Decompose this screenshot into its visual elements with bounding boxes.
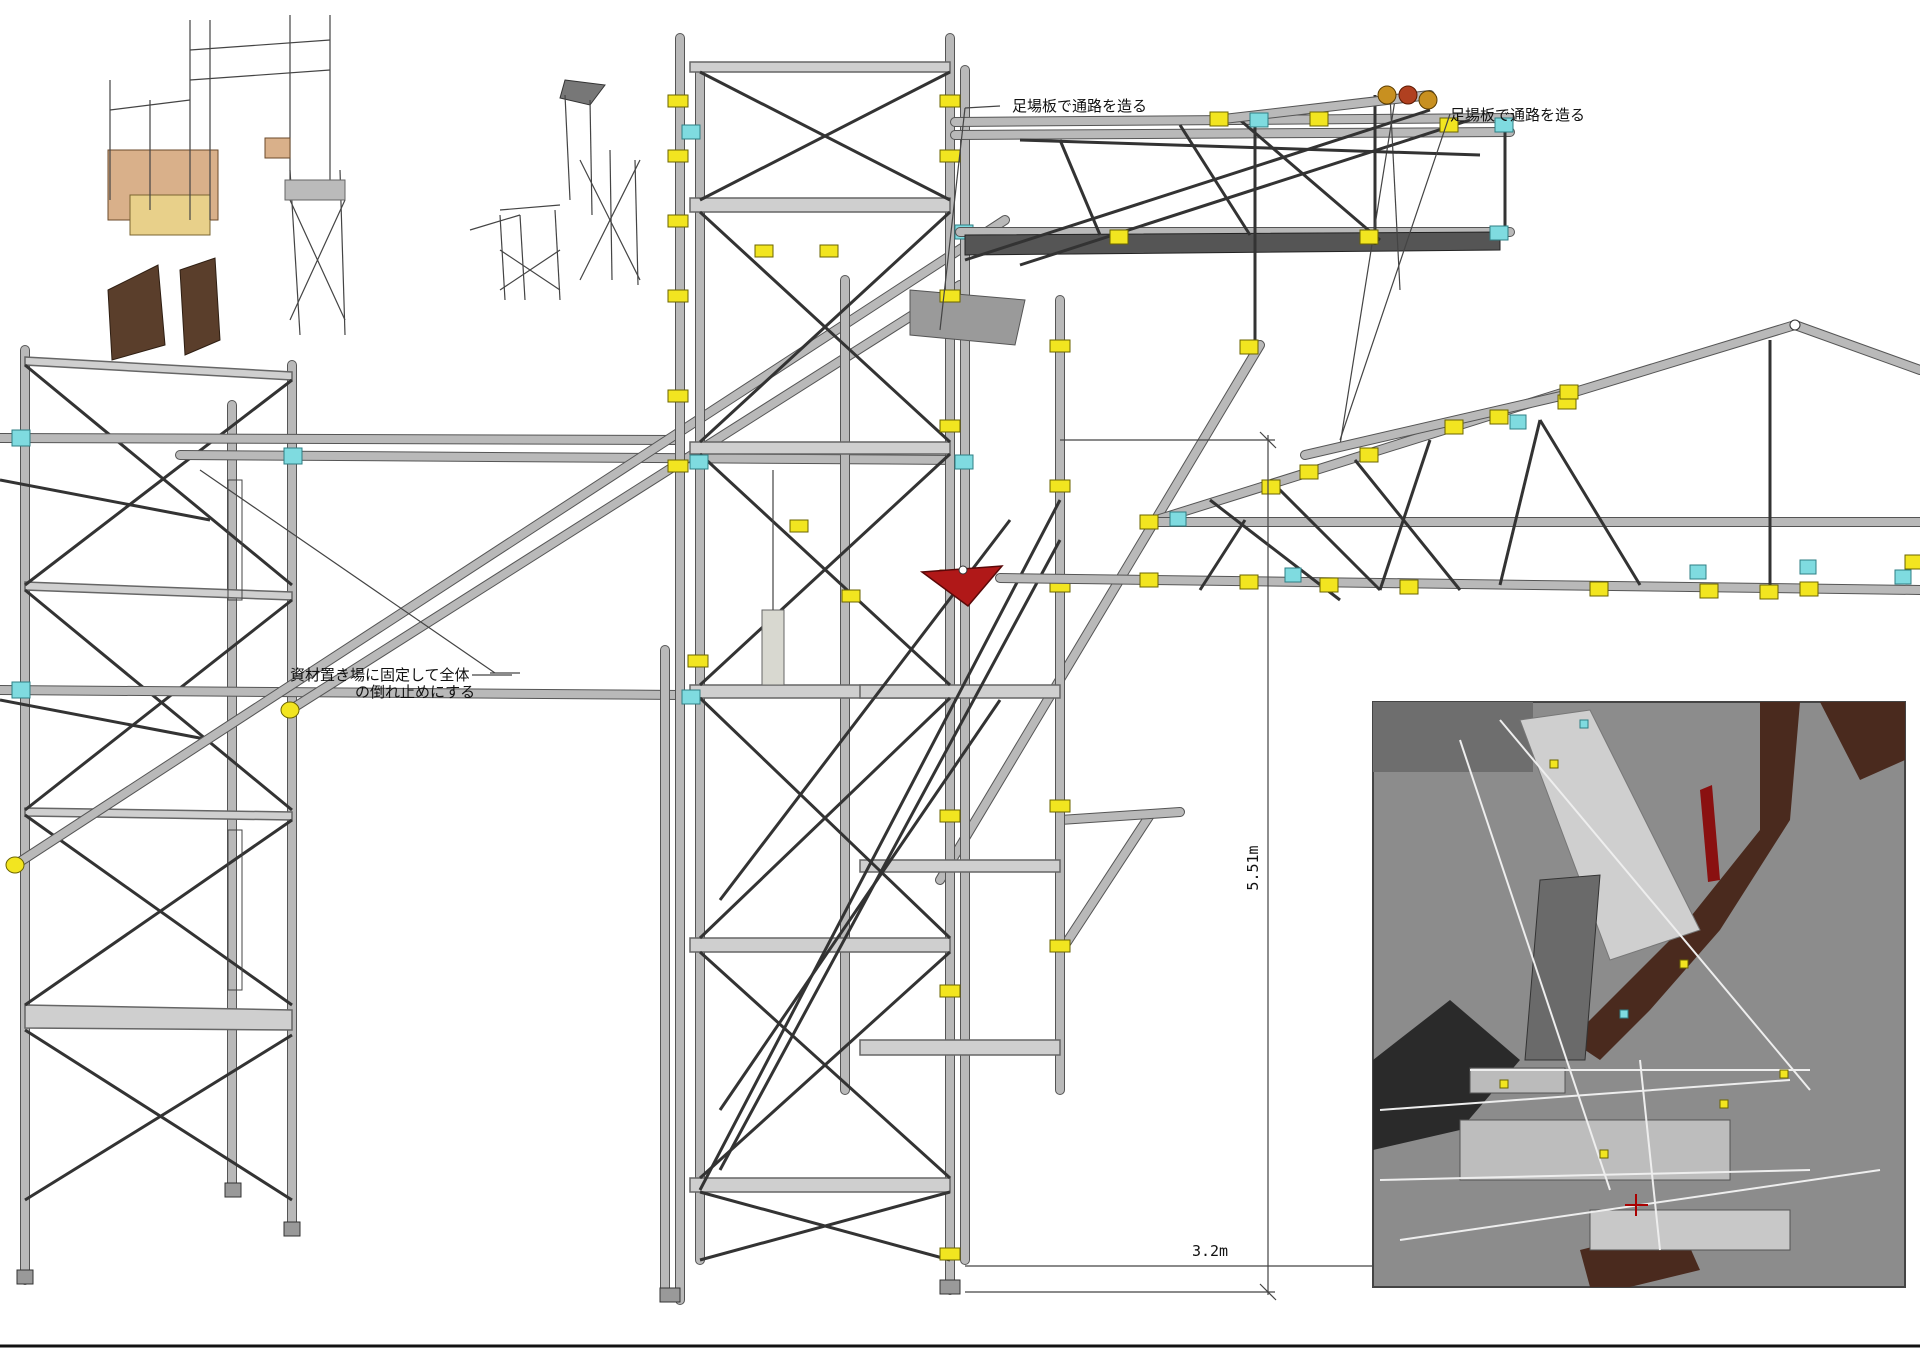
red-gusset-plate-icon [919, 565, 1004, 608]
dimension-lines [965, 431, 1373, 1301]
annotation-leaders [199, 105, 1451, 674]
upper-walkway-truss [950, 85, 1515, 446]
anchor-note-line1: 資材置き場に固定して全体 [290, 666, 470, 684]
right-arched-truss [995, 319, 1920, 602]
width-dimension-label: 3.2m [1192, 1242, 1228, 1260]
left-scaffold-tower [0, 345, 301, 1285]
height-dimension-label: 5.51m [1244, 845, 1262, 890]
thumbnail-scaffold-group-1 [107, 15, 346, 361]
inset-3d-render [1372, 701, 1906, 1288]
thumbnail-scaffold-group-2 [469, 79, 641, 301]
walkway-note-top: 足場板で通路を造る [1012, 97, 1147, 115]
horizontal-tie-pipes [0, 429, 965, 700]
anchor-note-line2: の倒れ止めにする [355, 683, 475, 701]
walkway-note-right: 足場板で通路を造る [1450, 106, 1585, 124]
tower-clamps [667, 94, 1071, 1261]
